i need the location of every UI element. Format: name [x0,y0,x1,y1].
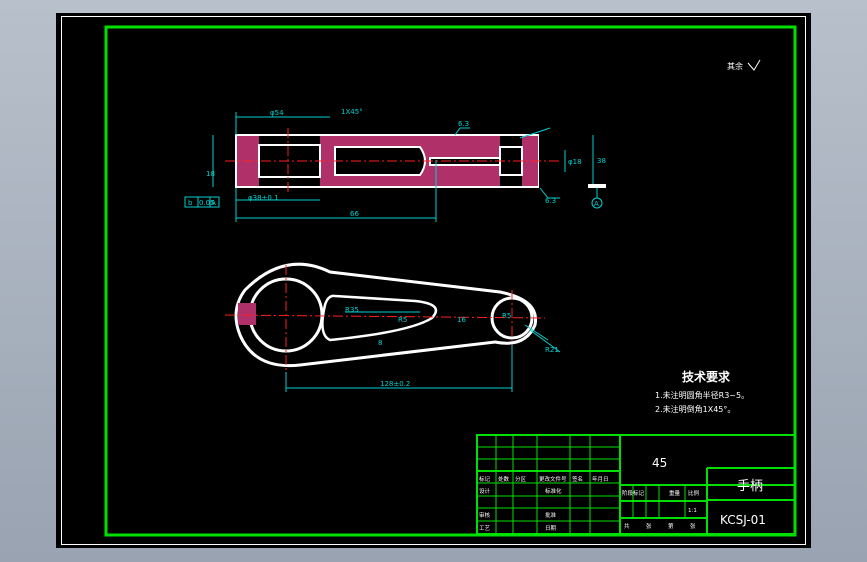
top-view-centerline [225,128,560,195]
tb-mid-label-2: 日期 [545,525,557,532]
dim-length: 66 [350,210,359,218]
tb-part-name: 手柄 [737,479,763,494]
tb-material: 45 [652,456,667,470]
roughness-symbol-icon [747,59,761,71]
tb-side-label-1: 审核 [479,511,491,519]
dim-height-left: 18 [206,170,215,178]
dim-r-end: R21 [545,346,559,354]
top-view-dimensions [184,112,603,222]
tech-req-item-1: 1.未注明圆角半径R3~5。 [655,390,749,400]
title-block [476,434,796,535]
tb-mid-label-1: 批准 [545,511,557,519]
tech-req-heading: 技术要求 [682,369,731,384]
sheet-outer-border [61,16,806,545]
tb-row-label-4: 签名 [572,475,583,483]
datum-label: A [594,200,599,208]
dim-mid: R35 [345,306,359,314]
front-view-dimensions [285,311,561,392]
tb-row-label-0: 标记 [479,475,491,483]
dim-top-width: φ54 [270,109,284,117]
title-block-grid [477,435,686,534]
tb-mid-label-0: 标准化 [545,487,562,495]
cad-drawing-canvas[interactable] [56,13,811,548]
dim-r-big: R5 [398,316,407,324]
front-dim-text: 128±0.2 R35 R5 R5 R21 8 16 [345,306,559,388]
tb-sheet-3: 张 [690,522,696,530]
tb-row-label-1: 处数 [498,475,510,483]
datum-mark [588,184,606,188]
tb-drawing-number: KCSJ-01 [720,513,766,527]
tol-label: b [188,199,193,207]
tb-sheet-0: 共 [624,522,630,530]
tech-req-item-2: 2.未注明倒角1X45°。 [655,404,735,414]
dim-height-right: 38 [597,157,606,165]
dim-16: 16 [457,316,466,324]
tb-row-label-5: 年月日 [592,475,609,483]
tb-sheet-2: 第 [668,522,674,530]
top-dim-text: φ54 1X45° φ38±0.1 66 18 38 6.3 6.3 φ18 b… [188,108,606,218]
front-hatch [238,303,256,325]
tb-scale-label: 比例 [688,489,700,497]
tb-row-label-3: 更改文件号 [539,475,567,483]
tb-row-label-2: 分区 [515,475,527,483]
flatness-value: 0.05 [199,199,215,207]
drawing-frame [104,25,797,537]
dim-center-distance: 128±0.2 [380,380,410,388]
front-view-centerline [224,265,546,372]
dim-hole: φ38±0.1 [248,194,279,202]
tb-side-label-2: 工艺 [479,525,491,532]
tb-sheet-1: 张 [646,522,652,530]
tb-stage-label: 阶段标记 [622,489,645,497]
dim-right: φ18 [568,158,582,166]
roughness-note: 其余 [727,61,743,71]
roughness-2: 6.3 [545,197,556,205]
tol-datum: A [211,199,216,207]
title-block-labels: 标记 处数 分区 更改文件号 签名 年月日 设计 审核 工艺 标准化 批准 日期… [479,475,700,532]
dim-chamfer: 1X45° [341,108,363,116]
tb-side-label-0: 设计 [479,487,491,495]
tb-scale-value: 1:1 [688,508,697,514]
roughness-1: 6.3 [458,120,469,128]
front-view-part [234,262,538,368]
dim-8: 8 [378,339,382,347]
dim-bore-small: R5 [502,312,511,320]
tb-weight-label: 重量 [669,489,681,497]
